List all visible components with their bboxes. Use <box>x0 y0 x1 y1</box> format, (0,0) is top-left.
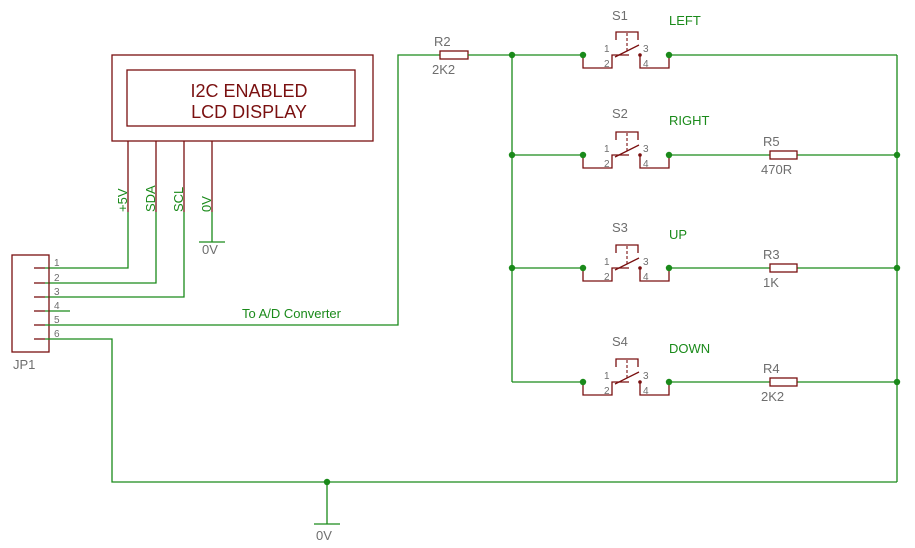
s2-pin-2: 2 <box>604 159 610 170</box>
lcd-title-line1: I2C ENABLED <box>190 81 307 101</box>
ad-converter-wire <box>45 54 440 326</box>
label-sda: SDA <box>143 185 158 212</box>
s3-pin-2: 2 <box>604 272 610 283</box>
s4-pin-1: 1 <box>604 371 610 382</box>
junction-ground <box>323 478 331 486</box>
s4-pin-4: 4 <box>643 386 649 397</box>
s2-name: S2 <box>612 106 628 121</box>
connector-name: JP1 <box>13 357 35 372</box>
s3-pin-4: 4 <box>643 272 649 283</box>
s1-pin-2: 2 <box>604 59 610 70</box>
jp1-pin-1: 1 <box>54 258 60 269</box>
s1-pin-4: 4 <box>643 59 649 70</box>
s3-pin-3: 3 <box>643 257 649 268</box>
switch-s2 <box>579 131 673 169</box>
jp1-pin-6: 6 <box>54 329 60 340</box>
s1-label: LEFT <box>669 13 701 28</box>
label-5v: +5V <box>115 188 130 212</box>
s2-pin-4: 4 <box>643 159 649 170</box>
s3-label: UP <box>669 227 687 242</box>
r3-name: R3 <box>763 247 780 262</box>
resistor-r4 <box>769 377 798 387</box>
s1-pin-3: 3 <box>643 44 649 55</box>
jp1-pin-3: 3 <box>54 287 60 298</box>
resistor-r5 <box>769 150 798 160</box>
ad-converter-label: To A/D Converter <box>242 306 342 321</box>
jp1-pin-2: 2 <box>54 273 60 284</box>
r4-value: 2K2 <box>761 389 784 404</box>
jp1-pin-4: 4 <box>54 301 60 312</box>
ground-label-bottom: 0V <box>316 528 332 543</box>
switch-s1 <box>579 31 673 69</box>
s1-pin-1: 1 <box>604 44 610 55</box>
r2-value: 2K2 <box>432 62 455 77</box>
s3-name: S3 <box>612 220 628 235</box>
s3-pin-1: 1 <box>604 257 610 268</box>
s2-label: RIGHT <box>669 113 710 128</box>
label-0v-signal: 0V <box>199 196 214 212</box>
r5-name: R5 <box>763 134 780 149</box>
ground-label-lcd: 0V <box>202 242 218 257</box>
r2-name: R2 <box>434 34 451 49</box>
r3-value: 1K <box>763 275 779 290</box>
label-scl: SCL <box>171 187 186 212</box>
jp1-pin-5: 5 <box>54 315 60 326</box>
r5-value: 470R <box>761 162 792 177</box>
r4-name: R4 <box>763 361 780 376</box>
s4-pin-2: 2 <box>604 386 610 397</box>
resistor-r3 <box>769 263 798 273</box>
ground-return-wire <box>45 338 897 483</box>
switch-s4 <box>579 358 673 396</box>
s4-name: S4 <box>612 334 628 349</box>
s4-label: DOWN <box>669 341 710 356</box>
s2-pin-1: 1 <box>604 144 610 155</box>
s1-name: S1 <box>612 8 628 23</box>
s2-pin-3: 3 <box>643 144 649 155</box>
connector-jp1 <box>11 254 50 353</box>
resistor-r2 <box>439 50 512 60</box>
lcd-wires <box>45 212 213 312</box>
s4-pin-3: 3 <box>643 371 649 382</box>
connector-body <box>11 254 50 353</box>
lcd-module: I2C ENABLED LCD DISPLAY <box>111 54 374 212</box>
switch-s3 <box>579 244 673 282</box>
lcd-outer-frame <box>111 54 374 142</box>
lcd-title-line2: LCD DISPLAY <box>191 102 307 122</box>
lcd-screen <box>126 69 356 127</box>
